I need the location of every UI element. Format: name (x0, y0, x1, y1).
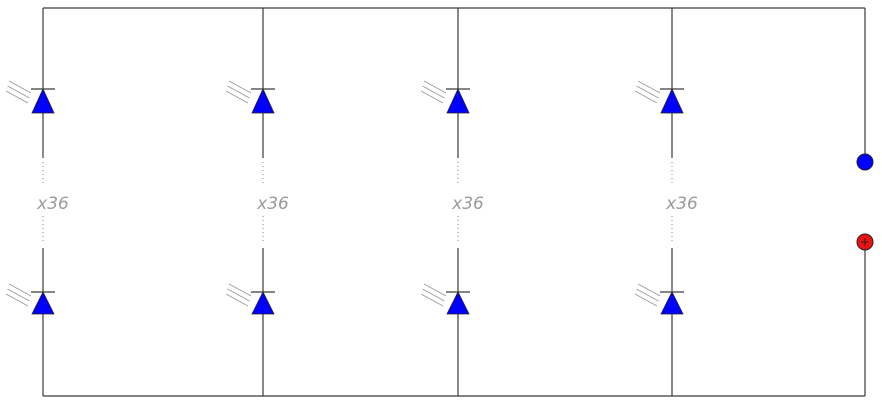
terminal-negative (856, 153, 874, 171)
light-ray (634, 90, 658, 104)
light-rays-icon (420, 80, 447, 104)
light-rays-icon (5, 283, 32, 307)
led-4-top (634, 80, 684, 114)
light-ray (422, 85, 445, 99)
led-count-label: x36 (36, 194, 69, 214)
led-string-3: x36 (420, 8, 484, 396)
terminal-negative-dot (856, 153, 874, 171)
led-triangle (446, 88, 470, 114)
terminal-positive (856, 233, 874, 251)
light-ray (225, 293, 249, 307)
light-ray (637, 80, 661, 94)
light-rays-icon (225, 80, 252, 104)
light-ray (636, 288, 659, 302)
light-ray (637, 283, 661, 297)
led-count-label: x36 (451, 194, 484, 214)
light-rays-icon (5, 80, 32, 104)
led-triangle (660, 291, 684, 315)
light-ray (227, 288, 250, 302)
light-ray (228, 283, 252, 297)
led-triangle (31, 88, 55, 114)
led-2-bottom (225, 283, 275, 315)
led-1-bottom (5, 283, 55, 315)
light-ray (420, 90, 444, 104)
led-count-label: x36 (256, 194, 289, 214)
light-ray (8, 283, 32, 297)
led-triangle (660, 88, 684, 114)
led-3-top (420, 80, 470, 114)
led-triangle (31, 291, 55, 315)
light-ray (5, 90, 29, 104)
light-ray (5, 293, 29, 307)
led-triangle (251, 291, 275, 315)
light-ray (634, 293, 658, 307)
led-triangle (251, 88, 275, 114)
led-3-bottom (420, 283, 470, 315)
light-rays-icon (225, 283, 252, 307)
light-ray (423, 283, 447, 297)
led-string-2: x36 (225, 8, 289, 396)
light-ray (225, 90, 249, 104)
led-2-top (225, 80, 275, 114)
light-ray (7, 288, 30, 302)
light-ray (422, 288, 445, 302)
light-ray (7, 85, 30, 99)
light-rays-icon (634, 283, 661, 307)
led-triangle (446, 291, 470, 315)
light-ray (227, 85, 250, 99)
light-rays-icon (420, 283, 447, 307)
led-string-1: x36 (5, 8, 69, 396)
light-ray (636, 85, 659, 99)
light-ray (420, 293, 444, 307)
light-ray (423, 80, 447, 94)
led-string-4: x36 (634, 8, 698, 396)
led-count-label: x36 (665, 194, 698, 214)
light-ray (228, 80, 252, 94)
led-1-top (5, 80, 55, 114)
light-rays-icon (634, 80, 661, 104)
led-4-bottom (634, 283, 684, 315)
light-ray (8, 80, 32, 94)
